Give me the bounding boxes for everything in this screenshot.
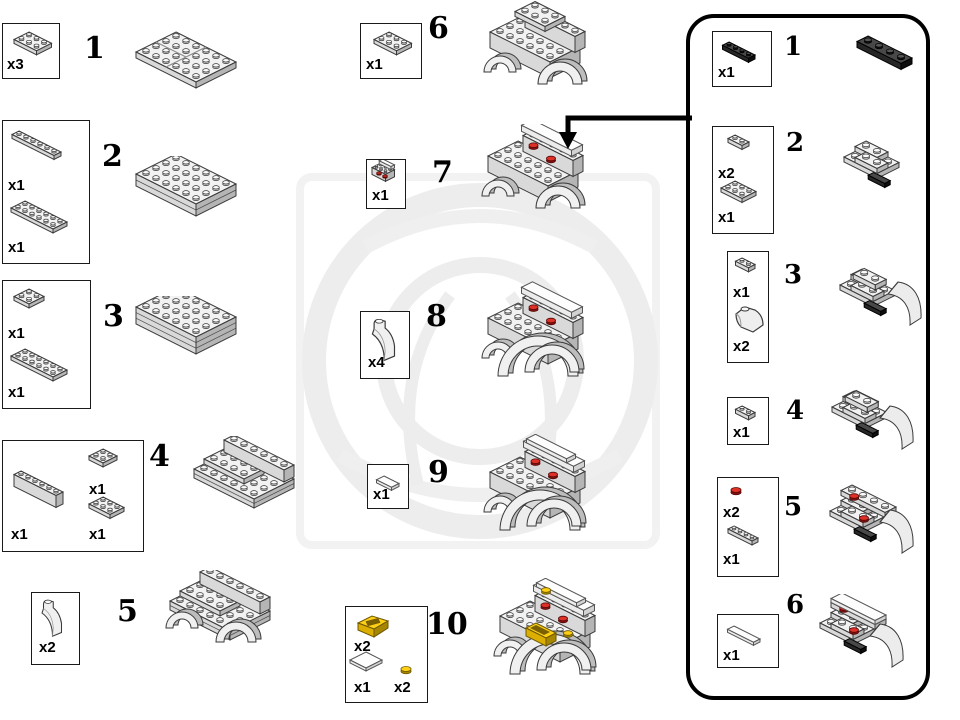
part-qty-label: x1	[718, 209, 735, 226]
part-icons-canvas	[12, 31, 53, 56]
panel-parts-box-step-5: x2 x1	[717, 477, 779, 577]
part-qty-label: x1	[8, 384, 25, 401]
part-qty-label: x2	[718, 165, 735, 182]
part-qty-label: x1	[733, 424, 750, 441]
part-icons-canvas	[9, 130, 69, 234]
main-parts-box-step-2: x1 x1	[2, 120, 90, 264]
main-parts-box-step-5: x2	[31, 592, 80, 665]
panel-step-number: 6	[786, 590, 805, 620]
panel-assembly-image-step-2	[842, 140, 901, 189]
part-icons-canvas	[372, 31, 413, 56]
panel-assembly-image-step-5	[828, 484, 914, 554]
main-parts-box-step-1: x3	[2, 23, 60, 79]
main-assembly-image-step-8	[481, 281, 585, 377]
panel-assembly-image-step-3	[838, 267, 922, 326]
part-icons-canvas	[726, 625, 762, 647]
main-assembly-image-step-5	[165, 570, 272, 643]
part-qty-label: x1	[8, 325, 25, 342]
part-qty-label: x1	[8, 239, 25, 256]
panel-assembly-image-step-6	[818, 594, 904, 668]
part-qty-label: x2	[394, 679, 411, 696]
part-qty-label: x1	[718, 64, 735, 81]
panel-parts-box-step-4: x1	[727, 397, 769, 445]
panel-assembly-image-step-1	[855, 35, 914, 71]
main-step-number: 10	[426, 607, 468, 642]
main-assembly-image-step-7	[481, 124, 586, 209]
panel-parts-box-step-6: x1	[717, 614, 779, 668]
part-icons-canvas	[348, 615, 412, 675]
panel-parts-box-step-3: x1 x2	[727, 251, 769, 363]
main-assembly-image-step-10	[493, 578, 597, 675]
part-icons-canvas	[719, 134, 758, 204]
part-qty-label: x1	[89, 526, 106, 543]
part-icons-canvas	[375, 475, 401, 492]
part-icons-canvas	[371, 318, 396, 362]
main-parts-box-step-10: x2 x1 x2	[345, 606, 428, 703]
part-icons-canvas	[734, 257, 764, 333]
part-qty-label: x1	[723, 551, 740, 568]
main-step-number: 2	[102, 139, 123, 174]
panel-parts-box-step-1: x1	[712, 31, 772, 87]
panel-step-number: 1	[784, 32, 803, 62]
main-assembly-image-step-4	[192, 436, 296, 509]
main-step-number: 6	[428, 11, 449, 46]
part-icons-canvas	[734, 405, 757, 421]
main-parts-box-step-9: x1	[367, 464, 409, 509]
part-icons-canvas	[370, 160, 396, 183]
main-parts-box-step-8: x4	[360, 311, 410, 379]
panel-step-number: 2	[786, 128, 805, 158]
panel-parts-box-step-2: x2 x1	[712, 126, 774, 234]
panel-step-number: 4	[786, 396, 805, 426]
part-icons-canvas	[726, 487, 760, 546]
main-parts-box-step-4: x1 x1 x1	[2, 440, 144, 552]
main-parts-box-step-3: x1 x1	[2, 280, 91, 409]
part-qty-label: x1	[366, 56, 383, 73]
main-step-number: 3	[103, 299, 124, 334]
subassembly-panel	[686, 14, 930, 700]
main-step-number: 9	[428, 455, 449, 490]
main-assembly-image-step-6	[483, 0, 588, 85]
part-qty-label: x2	[354, 638, 371, 655]
main-step-number: 7	[432, 155, 453, 190]
main-step-number: 8	[426, 299, 447, 334]
main-step-number: 5	[117, 594, 138, 629]
part-qty-label: x1	[11, 526, 28, 543]
main-assembly-image-step-1	[134, 31, 238, 89]
main-assembly-image-step-9	[483, 434, 587, 531]
part-qty-label: x1	[8, 177, 25, 194]
panel-assembly-image-step-4	[830, 389, 914, 450]
part-icons-canvas	[9, 288, 69, 382]
main-assembly-image-step-3	[134, 296, 238, 355]
part-qty-label: x2	[723, 504, 740, 521]
part-qty-label: x1	[354, 679, 371, 696]
part-qty-label: x1	[89, 481, 106, 498]
part-icons-canvas	[721, 41, 757, 64]
main-step-number: 4	[149, 439, 170, 474]
part-qty-label: x1	[733, 284, 750, 301]
part-icons-canvas	[12, 448, 126, 520]
part-qty-label: x1	[372, 187, 389, 204]
part-qty-label: x2	[39, 639, 56, 656]
part-qty-label: x4	[368, 354, 385, 371]
panel-step-number: 3	[784, 260, 803, 290]
part-icons-canvas	[41, 599, 63, 638]
main-parts-box-step-7: x1	[366, 159, 406, 209]
part-qty-label: x1	[373, 486, 390, 503]
main-assembly-image-step-2	[134, 156, 238, 217]
panel-step-number: 5	[784, 492, 803, 522]
main-parts-box-step-6: x1	[360, 23, 422, 79]
part-qty-label: x1	[723, 647, 740, 664]
part-qty-label: x2	[733, 338, 750, 355]
part-qty-label: x3	[7, 56, 24, 73]
main-step-number: 1	[84, 31, 105, 66]
